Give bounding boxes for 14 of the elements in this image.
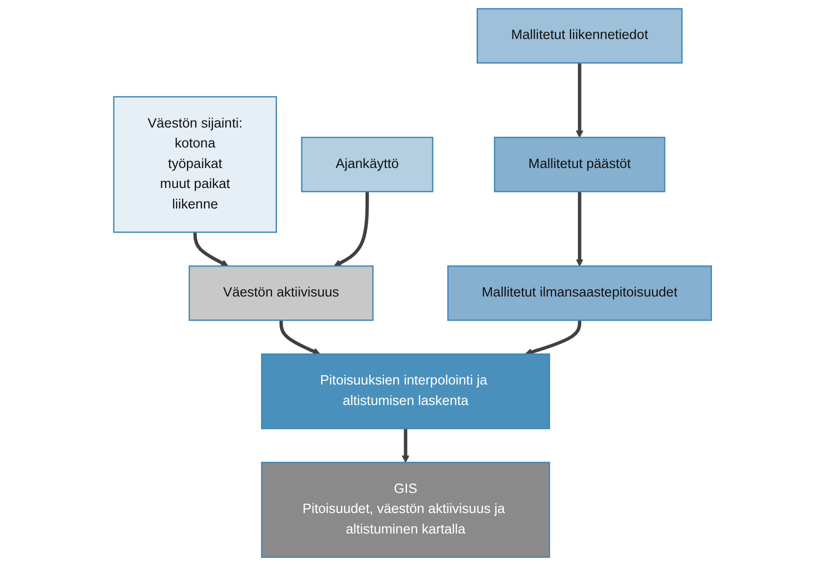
arrow	[402, 428, 410, 463]
arrow	[193, 232, 228, 266]
arrow	[279, 320, 320, 355]
node-box: Mallitetut liikennetiedot	[476, 8, 683, 64]
node-box: Pitoisuuksien interpolointi ja altistumisen laskenta	[261, 353, 550, 430]
node-box: Väestön aktiivisuus	[188, 265, 374, 321]
node-box: GIS Pitoisuudet, väestön aktiivisuus ja altistuminen kartalla	[261, 462, 550, 558]
node-box: Mallitetut päästöt	[494, 136, 666, 192]
arrow	[576, 62, 584, 138]
arrow	[576, 192, 584, 266]
node-box: Ajankäyttö	[301, 136, 434, 192]
arrow	[334, 192, 369, 266]
node-box: Mallitetut ilmansaastepitoisuudet	[447, 265, 712, 321]
node-box: Väestön sijainti: kotona työpaikat muut paikat liikenne	[113, 96, 277, 233]
